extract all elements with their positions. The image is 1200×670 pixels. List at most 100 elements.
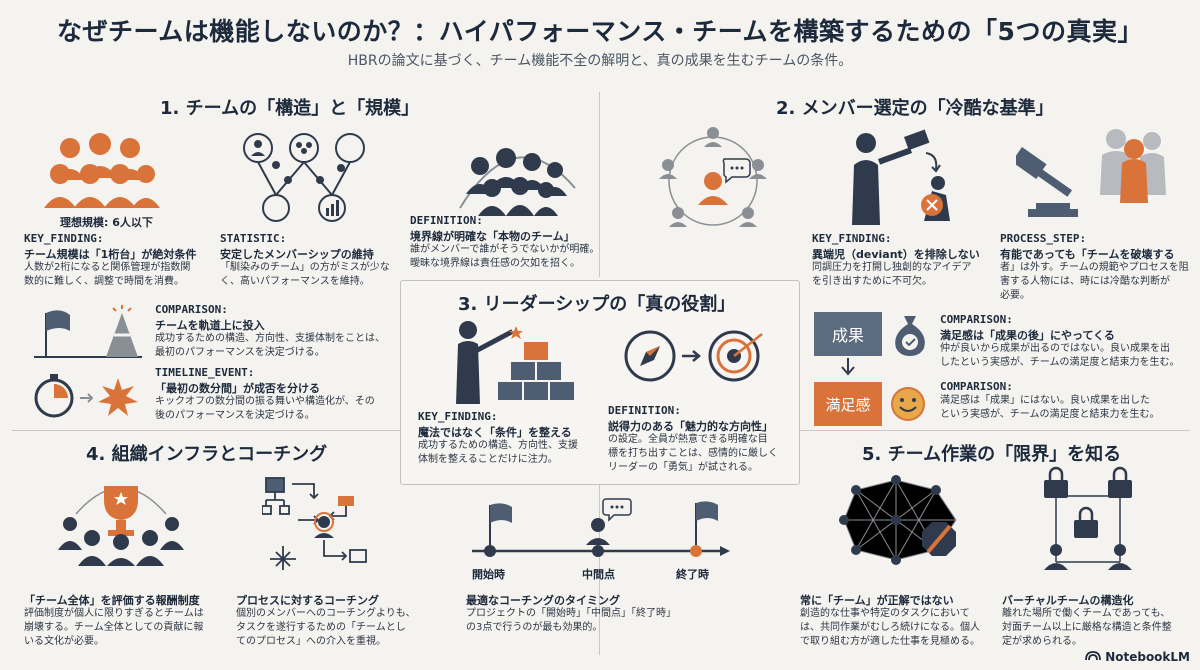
result-box: 成果 [814,312,882,356]
divider-right [800,430,1190,431]
s2-comparison2-line2: という実感が、チームの満足度と結束力を生む。 [940,409,1160,420]
s5-limit-line2: は、共同作業がむしろ続けになる。個人 [800,622,980,633]
s1-definition-line2: 曖昧な境界線は責任感の欠如を招く。 [410,258,580,269]
s1-keyfinding-head: チーム規模は「1桁台」が絶対条件 [24,248,197,261]
s3-definition-tag: DEFINITION: [608,404,681,417]
s1-comparison-line1: 成功するための構造、方向性、支援体制をことは、 [155,333,385,344]
s3-definition-line2: の設定。全員が熱意できる明確な目 [608,434,768,445]
s4-reward-line2: 崩壊する。チーム全体としての貢献に報 [24,622,204,633]
s4-coaching-line1: 個別のメンバーへのコーチングよりも、 [236,608,416,619]
s2-process-line4: 必要。 [1000,290,1030,301]
s4-reward-line3: いる文化が必要。 [24,636,104,647]
divider-vertical-bottom [599,485,600,655]
section5-title: 5. チーム作業の「限界」を知る [862,444,1122,465]
page-title: なぜチームは機能しないのか？：ハイパフォーマンス・チームを構築するための「5つの… [57,17,1143,46]
stopwatch-icon [30,368,145,423]
s4-timing-line1: プロジェクトの「開始時」「中間点」「終了時」 [466,608,676,619]
network-blocked-icon [836,470,976,570]
s4-timing-head: 最適なコーチングのタイミング [466,594,620,607]
s1-comparison-head: チームを軌道上に投入 [155,319,265,332]
s1-statistic-line2: く、高いパフォーマンスを維持。 [220,276,370,287]
s3-keyfinding-head: 魔法ではなく「条件」を整える [418,426,572,439]
s5-virtual-head: バーチャルチームの構造化 [1002,594,1134,607]
s3-definition-line3: 標を打ち出すことは、感情的に厳しく [608,448,778,459]
s1-timeline-head: 「最初の数分間」が成否を分ける [155,382,320,395]
s2-process-tag: PROCESS_STEP: [1000,232,1087,245]
s2-comparison1-line1: 仲が良いから成果が出るのではない。良い成果を出 [940,343,1170,354]
s4-coaching-head: プロセスに対するコーチング [236,594,379,607]
s2-keyfinding-head: 異端児（deviant）を排除しない [812,248,980,261]
s2-comparison1-line2: したという実感が、チームの満足度と結束力を生む。 [940,357,1180,368]
s1-comparison-line2: 最初のパフォーマンスを決定づける。 [155,347,325,358]
coaching-timeline-icon [468,495,738,565]
network-nodes-icon [236,130,376,225]
gavel-people-icon [1016,125,1176,230]
flag-launch-icon [30,305,145,360]
s1-statistic-tag: STATISTIC: [220,232,287,245]
s1-definition-tag: DEFINITION: [410,214,483,227]
s1-keyfinding-line1: 人数が2桁になると関係管理が指数関 [24,262,191,273]
compass-target-icon [620,326,770,386]
s2-comparison1-tag: COMPARISON: [940,313,1013,326]
smiley-icon [890,386,926,422]
s1-statistic-head: 安定したメンバーシップの維持 [220,248,374,261]
s3-keyfinding-tag: KEY_FINDING: [418,410,498,423]
s3-definition-line4: リーダーの「勇気」が試される。 [608,462,758,473]
s1-timeline-line2: 後のパフォーマンスを決定づける。 [155,410,315,421]
s5-virtual-line2: 対面チーム以上に厳格な構造と条件整 [1002,622,1172,633]
s5-limit-head: 常に「チーム」が正解ではない [800,594,954,607]
judge-gavel-deviant-icon [848,125,958,230]
s4-timing-line2: の3点で行うのが最も効果的。 [466,622,603,633]
timeline-label-end: 終了時 [676,568,709,581]
trophy-team-icon [56,466,186,566]
divider-left [12,430,400,431]
s1-comparison-tag: COMPARISON: [155,303,228,316]
section4-title: 4. 組織インフラとコーチング [86,444,328,465]
s2-keyfinding-tag: KEY_FINDING: [812,232,892,245]
timeline-label-start: 開始時 [472,568,505,581]
s4-coaching-line3: てのプロセス」への介入を重視。 [236,636,386,647]
s2-process-line1: 有能であっても「チームを破壊する [1000,248,1175,261]
s2-keyfinding-line1: 同調圧力を打開し独創的なアイデア [812,262,972,273]
s1-definition-head: 境界線が明確な「本物のチーム」 [410,230,575,243]
circle-selection-icon [638,125,788,235]
section2-title: 2. メンバー選定の「冷酷な基準」 [776,98,1054,119]
section3-title: 3. リーダーシップの「真の役割」 [458,294,736,315]
s5-limit-line3: で取り組む方が適した仕事を見極める。 [800,636,980,647]
s1-statistic-line1: 「馴染みのチーム」の方がミスが少な [220,262,390,273]
s2-process-line2: 者」は外す。チームの規範やプロセスを阻 [1000,262,1189,273]
notebooklm-logo: NotebookLM [1085,649,1190,664]
s3-keyfinding-line1: 成功するための構造、方向性、支援 [418,440,578,451]
page-subtitle: HBRの論文に基づく、チーム機能不全の解明と、真の成果を生むチームの条件。 [347,53,853,69]
s2-comparison2-tag: COMPARISON: [940,380,1013,393]
notebooklm-logo-text: NotebookLM [1105,649,1190,664]
process-flow-icon [262,470,372,570]
s1-definition-line1: 誰がメンバーで誰がそうでないかが明確。 [410,244,600,255]
s2-process-line3: 害する人物には、時には冷酷な判断が [1000,276,1170,287]
section1-title: 1. チームの「構造」と「規模」 [160,98,420,119]
leader-wand-blocks-icon [448,318,578,406]
money-bag-check-icon [890,312,930,356]
s3-definition-line1: 説得力のある「魅力的な方向性」 [608,420,773,433]
locked-remote-team-icon [1030,466,1140,576]
s4-reward-head: 「チーム全体」を評価する報酬制度 [24,594,200,607]
s3-keyfinding-line2: 体制を整えることだけに注力。 [418,454,558,465]
s1-keyfinding-line2: 数的に難しく、調整で時間を消費。 [24,276,184,287]
s1-keyfinding-tag: KEY_FINDING: [24,232,104,245]
ideal-size-label: 理想規模: 6人以下 [60,216,153,229]
s5-virtual-line1: 離れた場所で働くチームであっても、 [1002,608,1171,619]
s1-timeline-tag: TIMELINE_EVENT: [155,366,255,379]
satisfaction-box: 満足感 [814,382,882,426]
s2-comparison1-head: 満足感は「成果の後」にやってくる [940,329,1115,342]
s5-limit-line1: 創造的な仕事や特定のタスクにおいて [800,608,970,619]
crowd-boundary-icon [450,128,580,218]
arrow-down-icon [838,358,858,378]
divider-vertical-top [599,92,600,277]
timeline-label-mid: 中間点 [582,568,615,581]
team-group-icon [40,130,160,210]
s2-comparison2-line1: 満足感は「成果」にはない。良い成果を出した [940,395,1150,406]
s2-keyfinding-line2: を引き出すために不可欠。 [812,276,932,287]
s5-virtual-line3: 定が求められる。 [1002,636,1082,647]
s4-reward-line1: 評価制度が個人に限りすぎるとチームは [24,608,204,619]
s4-coaching-line2: タスクを遂行するための「チームとし [236,622,406,633]
